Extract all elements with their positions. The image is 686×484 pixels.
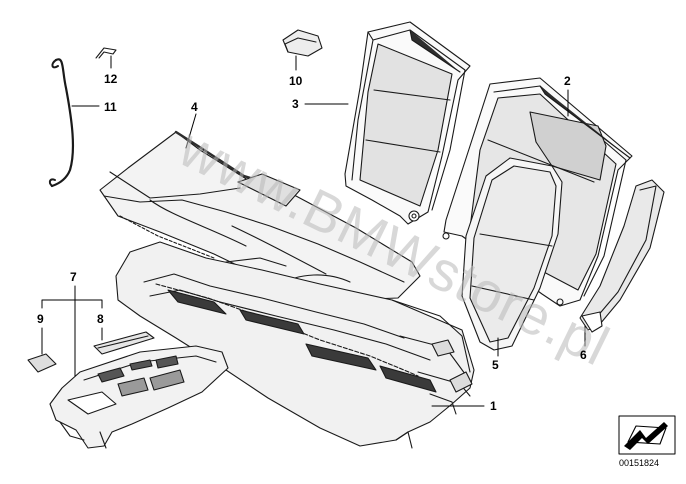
part-8-trim-strip [93, 331, 155, 355]
part-9-pad [27, 353, 57, 373]
part-number-8: 8 [97, 312, 104, 326]
part-5-backrest-cushion [461, 157, 563, 351]
part-number-12: 12 [104, 72, 118, 86]
part-number-5: 5 [492, 358, 499, 372]
part-number-4: 4 [191, 100, 198, 114]
part-11-spring-wire [48, 58, 75, 188]
leader-4 [185, 113, 197, 149]
part-number-6: 6 [580, 348, 587, 362]
part-7-console-trim [49, 345, 229, 449]
part-number-3: 3 [292, 97, 299, 111]
part-number-11: 11 [104, 100, 117, 114]
part-12-clip [95, 47, 117, 59]
part-number-1: 1 [490, 399, 497, 413]
diagram-code: 00151824 [619, 458, 660, 468]
part-number-2: 2 [564, 74, 571, 88]
part-3-backrest-frame [344, 21, 471, 225]
part-number-10: 10 [289, 74, 303, 88]
part-number-9: 9 [37, 312, 44, 326]
part-number-7: 7 [70, 270, 77, 284]
part-6-side-bolster [579, 179, 665, 333]
diagram-stamp-icon [618, 415, 676, 455]
part-10-pad [282, 29, 323, 57]
leader-8-9-bracket [41, 299, 103, 309]
leader-lines [41, 55, 586, 407]
part-1-seat-base [115, 241, 475, 449]
